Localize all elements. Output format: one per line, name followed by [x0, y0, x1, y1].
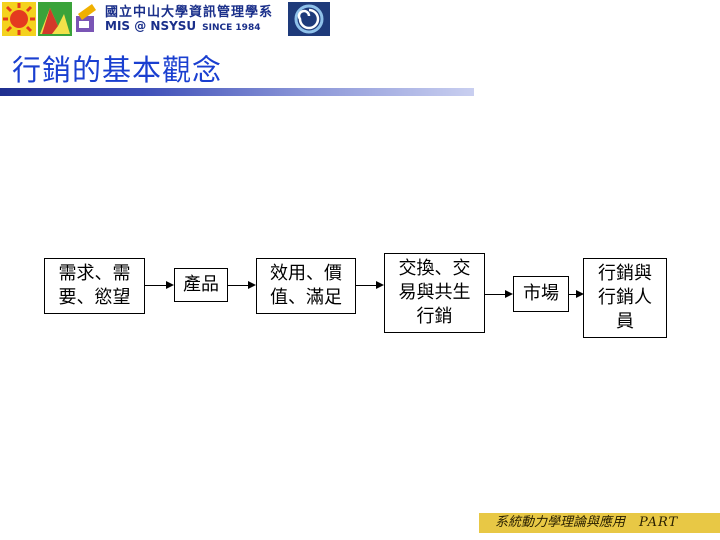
- flow-box-line: 易與共生: [398, 282, 471, 303]
- footer-course-name: 系統動力學理論與應用: [495, 515, 626, 530]
- flow-box-line: 交換、交: [398, 258, 471, 279]
- department-name: 國立中山大學資訊管理學系: [105, 5, 274, 20]
- department-subtitle: MIS @ NSYSU SINCE 1984: [105, 19, 260, 33]
- arrow-shaft: [569, 294, 578, 295]
- flow-box-line: 行銷與: [598, 263, 652, 284]
- sun-logo-icon: [2, 2, 36, 36]
- arrow-head-icon: [248, 281, 256, 289]
- pencil-logo-icon: [72, 2, 100, 36]
- flow-box-line: 行銷人: [598, 287, 652, 308]
- footer-course-label: 系統動力學理論與應用 PART: [479, 513, 720, 533]
- flow-box-line: 員: [616, 311, 634, 332]
- flow-box-line: 需求、需: [58, 263, 131, 284]
- flow-box-line: 行銷: [416, 306, 453, 327]
- arrow-head-icon: [166, 281, 174, 289]
- mountain-logo-icon: [38, 2, 72, 36]
- arrow-shaft: [228, 285, 248, 286]
- flow-box-line: 產品: [183, 274, 219, 295]
- header-banner: 國立中山大學資訊管理學系 MIS @ NSYSU SINCE 1984: [0, 0, 330, 38]
- title-underline-bar: [0, 88, 474, 96]
- footer-part-label: PART: [639, 515, 679, 530]
- arrow-shaft: [356, 285, 376, 286]
- flow-box-need: 需求、需 要、慾望: [44, 258, 145, 314]
- arrow-head-icon: [376, 281, 384, 289]
- flow-box-line: 效用、價: [270, 263, 342, 284]
- flow-box-product: 產品: [174, 268, 228, 302]
- flow-box-utility: 效用、價 值、滿足: [256, 258, 356, 314]
- arrow-head-icon: [576, 290, 584, 298]
- flow-box-line: 市場: [523, 283, 559, 304]
- flow-box-line: 值、滿足: [270, 287, 342, 308]
- flow-box-exchange: 交換、交 易與共生 行銷: [384, 253, 485, 333]
- arrow-shaft: [145, 285, 166, 286]
- flow-box-market: 市場: [513, 276, 569, 312]
- arrow-head-icon: [505, 290, 513, 298]
- since-label: SINCE 1984: [202, 23, 261, 33]
- swirl-logo-icon: [288, 2, 330, 36]
- page-title: 行銷的基本觀念: [12, 53, 223, 87]
- arrow-shaft: [485, 294, 505, 295]
- department-abbreviation: MIS @ NSYSU: [105, 19, 197, 33]
- flow-box-line: 要、慾望: [58, 287, 131, 308]
- flow-box-marketer: 行銷與 行銷人 員: [583, 258, 667, 338]
